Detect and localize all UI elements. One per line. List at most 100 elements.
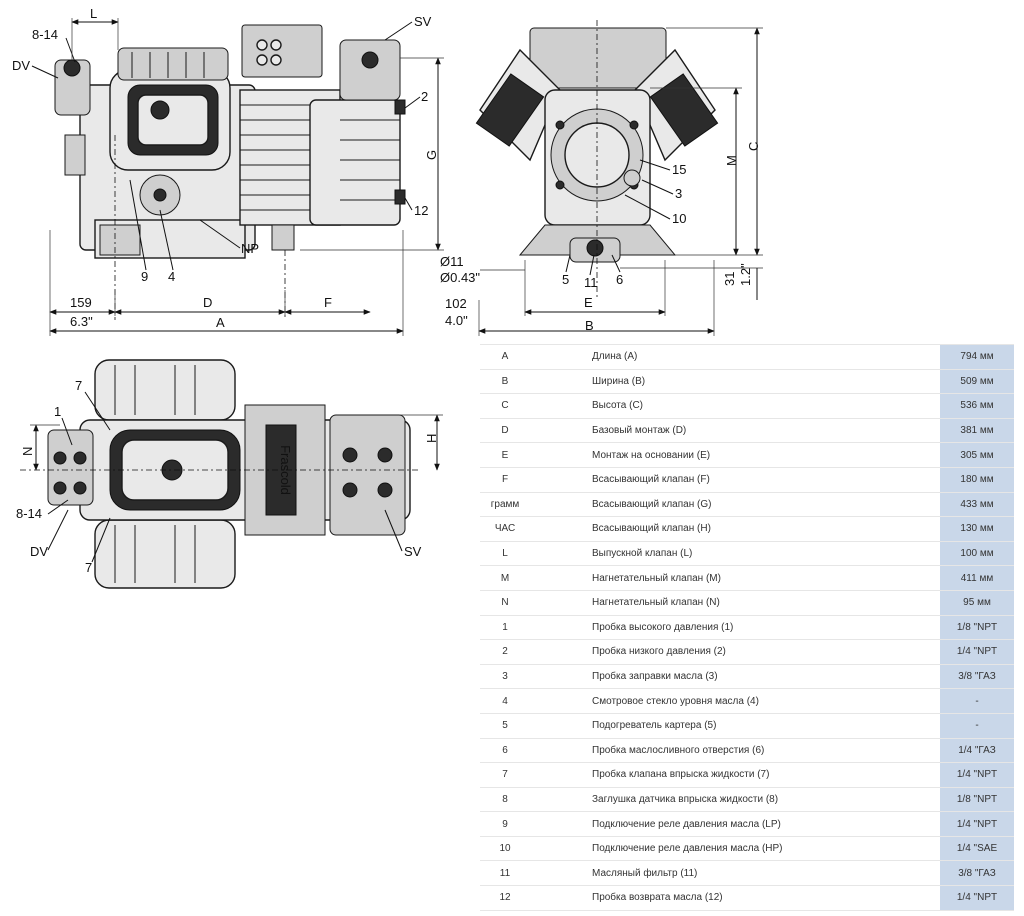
row-name: Всасывающий клапан (G) — [592, 492, 940, 518]
callout-12: 12 — [414, 203, 428, 218]
row-value: 433 мм — [940, 492, 1014, 518]
row-code: 6 — [480, 738, 530, 764]
dim-e: E — [584, 295, 593, 310]
dim-6-3-in: 6.3" — [70, 314, 93, 329]
row-code: F — [480, 467, 530, 493]
row-name: Выпускной клапан (L) — [592, 541, 940, 567]
row-value: 95 мм — [940, 590, 1014, 616]
callout-11: 11 — [584, 275, 598, 290]
dim-m: M — [724, 155, 739, 166]
callout-dv-top: DV — [30, 544, 48, 559]
row-name: Подогреватель картера (5) — [592, 713, 940, 739]
row-code: 7 — [480, 762, 530, 788]
row-value: 1/4 "NPT — [940, 811, 1014, 837]
table-row: 4 Смотровое стекло уровня масла (4)- — [480, 688, 1014, 714]
row-value: 1/4 "NPT — [940, 885, 1014, 911]
callout-10: 10 — [672, 211, 686, 226]
row-code: 8 — [480, 787, 530, 813]
row-value: 1/4 "NPT — [940, 762, 1014, 788]
callout-sv: SV — [414, 14, 432, 29]
callout-8-14-top: 8-14 — [16, 506, 42, 521]
row-code: ЧАС — [480, 516, 530, 542]
callout-dv: DV — [12, 58, 30, 73]
callout-sv-top: SV — [404, 544, 422, 559]
row-value: 1/4 "SAE — [940, 836, 1014, 862]
dim-b: B — [585, 318, 594, 333]
row-value: 411 мм — [940, 565, 1014, 591]
row-code: 5 — [480, 713, 530, 739]
row-name: Всасывающий клапан (F) — [592, 467, 940, 493]
callout-l: L — [90, 6, 97, 21]
row-value: 305 мм — [940, 442, 1014, 468]
callout-7-bottom: 7 — [85, 560, 92, 575]
row-name: Всасывающий клапан (H) — [592, 516, 940, 542]
row-code: 2 — [480, 639, 530, 665]
dim-h: H — [424, 434, 439, 443]
callout-4: 4 — [168, 269, 175, 284]
row-name: Нагнетательный клапан (N) — [592, 590, 940, 616]
callout-1: 1 — [54, 404, 61, 419]
row-name: Пробка клапана впрыска жидкости (7) — [592, 762, 940, 788]
dim-4-0-in: 4.0" — [445, 313, 468, 328]
row-code: A — [480, 344, 530, 370]
row-value: 536 мм — [940, 393, 1014, 419]
dim-g: G — [424, 150, 439, 160]
callout-3: 3 — [675, 186, 682, 201]
row-name: Пробка маслосливного отверстия (6) — [592, 738, 940, 764]
table-row: ЧАС Всасывающий клапан (H)130 мм — [480, 516, 1014, 542]
dim-1-2-in: 1.2" — [738, 263, 753, 286]
end-view-labels: 15 3 10 5 11 6 M C 31 1.2" Ø11 Ø0.43" — [440, 27, 763, 336]
row-value: 100 мм — [940, 541, 1014, 567]
table-row: 2 Пробка низкого давления (2)1/4 "NPT — [480, 639, 1014, 665]
callout-15: 15 — [672, 162, 686, 177]
row-code: грамм — [480, 492, 530, 518]
callout-2: 2 — [421, 89, 428, 104]
table-row: грамм Всасывающий клапан (G)433 мм — [480, 492, 1014, 518]
top-view-labels: 7 1 N 8-14 DV 7 H SV — [16, 378, 443, 575]
dim-102: 102 — [445, 296, 467, 311]
table-row: F Всасывающий клапан (F)180 мм — [480, 467, 1014, 493]
dim-159: 159 — [70, 295, 92, 310]
row-code: 11 — [480, 860, 530, 887]
row-value: 1/8 "NPT — [940, 787, 1014, 813]
dim-a: A — [216, 315, 225, 330]
row-code: 1 — [480, 615, 530, 641]
side-view-labels: 8-14 DV L SV 2 12 G NP 9 4 159 — [12, 6, 444, 336]
row-code: B — [480, 369, 530, 395]
row-code: 4 — [480, 688, 530, 714]
row-name: Длина (A) — [592, 344, 940, 370]
row-value: 1/4 "ГАЗ — [940, 738, 1014, 764]
row-value: - — [940, 713, 1014, 739]
row-name: Пробка высокого давления (1) — [592, 615, 940, 641]
row-value: 130 мм — [940, 516, 1014, 542]
row-code: C — [480, 393, 530, 419]
row-code: 12 — [480, 885, 530, 911]
row-name: Пробка низкого давления (2) — [592, 639, 940, 665]
row-name: Смотровое стекло уровня масла (4) — [592, 688, 940, 714]
row-value: 794 мм — [940, 344, 1014, 370]
row-name: Монтаж на основании (E) — [592, 442, 940, 468]
dim-d: D — [203, 295, 212, 310]
row-name: Масляный фильтр (11) — [592, 860, 940, 887]
row-name: Пробка заправки масла (3) — [592, 664, 940, 690]
top-view: Frascold — [20, 359, 420, 589]
row-value: 1/4 "NPT — [940, 639, 1014, 665]
row-value: - — [940, 688, 1014, 714]
end-view — [475, 20, 719, 300]
row-name: Заглушка датчика впрыска жидкости (8) — [592, 787, 940, 813]
row-value: 180 мм — [940, 467, 1014, 493]
row-value: 509 мм — [940, 369, 1014, 395]
callout-9: 9 — [141, 269, 148, 284]
